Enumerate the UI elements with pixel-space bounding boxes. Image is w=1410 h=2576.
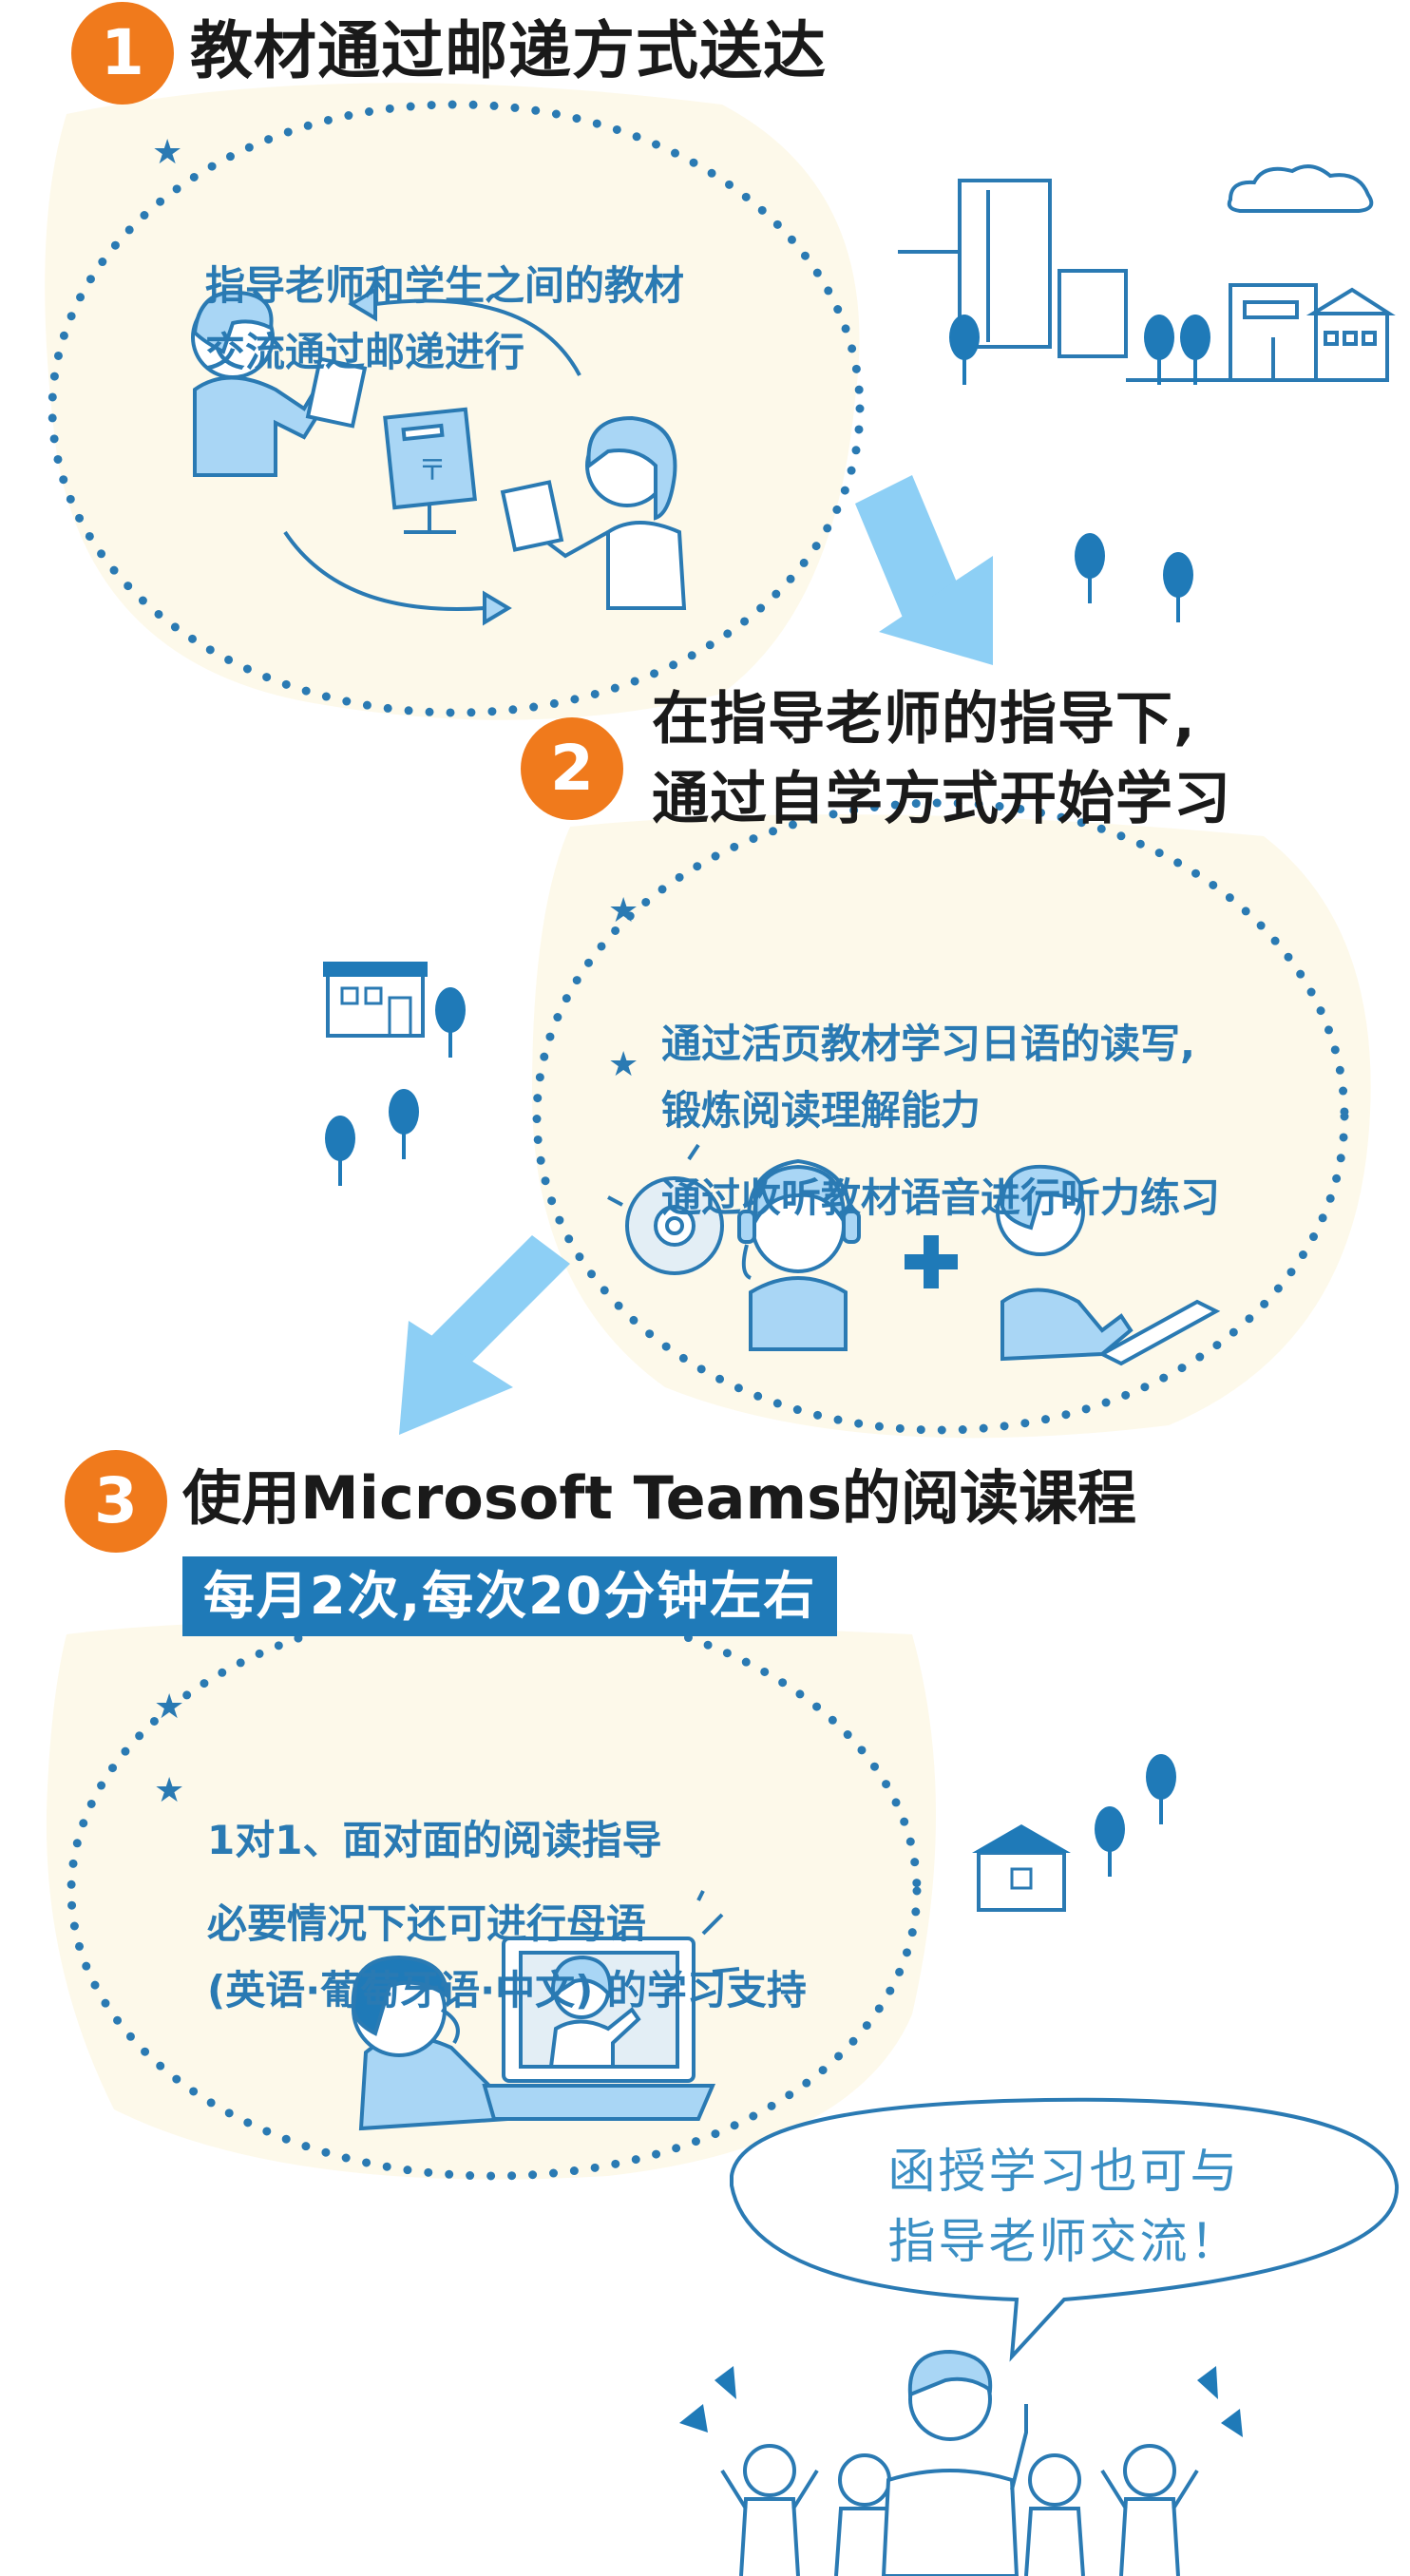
step1-title: 教材通过邮递方式送达 — [190, 14, 827, 87]
step3-cream-blob — [46, 1620, 936, 2180]
cheering-crowd-icon — [720, 2349, 1199, 2576]
step3-bullet-text: 必要情况下还可进行母语 (英语·葡萄牙语·中文) 的学习支持 — [207, 1900, 807, 2013]
city-skyline-icon — [898, 179, 1396, 382]
step2-title-line1: 在指导老师的指导下, — [652, 686, 1196, 753]
cd-icon — [607, 1143, 724, 1275]
teacher-on-screen-icon — [548, 1955, 641, 2069]
tree-icon — [1161, 550, 1195, 624]
tree-icon — [323, 1114, 357, 1188]
tree-icon — [1142, 313, 1176, 387]
tutor-headset-icon — [351, 1955, 512, 2131]
step2-cream-blob — [532, 814, 1371, 1439]
star-icon: ★ — [608, 891, 639, 930]
house-icon — [323, 962, 428, 1038]
step1-dotted-circle — [48, 100, 865, 717]
step2-bullet-text: 通过收听教材语音进行听力练习 — [661, 1174, 1221, 1221]
step1-bullet-text: 指导老师和学生之间的教材 交流通过邮递进行 — [205, 262, 685, 375]
step2-bullet-text: 通过活页教材学习日语的读写, 锻炼阅读理解能力 — [661, 1021, 1195, 1134]
step2-bullet: ★ 通过收听教材语音进行听力练习 — [608, 1032, 1292, 1298]
step3-bullet: ★ 必要情况下还可进行母语 (英语·葡萄牙语·中文) 的学习支持 — [154, 1758, 914, 2090]
step1-number-badge: 1 — [71, 2, 174, 105]
step3-dotted-circle — [67, 1601, 922, 2181]
step3-frequency-banner: 每月2次,每次20分钟左右 — [182, 1556, 838, 1636]
student-writing-icon — [996, 1164, 1221, 1366]
tree-icon — [1178, 313, 1212, 387]
teacher-girl-icon — [500, 415, 687, 610]
arrow-step2-to-step3 — [399, 1235, 570, 1435]
star-icon: ★ — [608, 1045, 639, 1084]
arrow-step1-to-step2 — [855, 475, 993, 665]
speech-bubble-shape — [730, 2097, 1400, 2362]
step3-bullet: ★ 1对1、面对面的阅读指导 — [154, 1674, 895, 1940]
step2-number-badge: 2 — [521, 717, 623, 820]
step2-dotted-circle — [532, 798, 1349, 1435]
step3-bullet-text: 1对1、面对面的阅读指导 — [207, 1817, 662, 1863]
tree-icon — [1093, 1804, 1127, 1879]
tree-icon — [947, 313, 981, 387]
speech-line-1: 函授学习也可与 — [887, 2144, 1241, 2199]
star-icon: ★ — [154, 1771, 185, 1810]
tree-icon — [1144, 1752, 1178, 1826]
exchange-arrows-icon — [283, 286, 581, 626]
star-icon: ★ — [152, 133, 183, 172]
step3-title: 使用Microsoft Teams的阅读课程 — [182, 1463, 1137, 1533]
house-icon — [970, 1822, 1073, 1912]
headphones-icon — [737, 1158, 861, 1351]
laptop-icon — [482, 1890, 740, 2121]
tree-icon — [387, 1087, 421, 1161]
student-boy-icon — [191, 290, 368, 477]
speech-line-2: 指导老师交流！ — [887, 2214, 1241, 2269]
exclamation-marks-icon — [679, 2366, 1243, 2437]
step3-number-badge: 3 — [65, 1450, 167, 1553]
cloud-icon — [1227, 164, 1374, 213]
step2-title-line2: 通过自学方式开始学习 — [652, 766, 1231, 832]
tree-icon — [433, 985, 467, 1059]
star-icon: ★ — [154, 1688, 185, 1727]
tree-icon — [1073, 531, 1107, 605]
step1-bullet: ★ 指导老师和学生之间的教材 交流通过邮递进行 — [152, 120, 760, 452]
svg-text:〒: 〒 — [418, 454, 447, 487]
plus-icon — [905, 1235, 958, 1288]
speech-bubble-text: 函授学习也可与 指导老师交流！ — [779, 2136, 1349, 2277]
mailbox-icon: 〒 — [383, 407, 477, 534]
step2-bullet: ★ 通过活页教材学习日语的读写, 锻炼阅读理解能力 — [608, 878, 1273, 1211]
